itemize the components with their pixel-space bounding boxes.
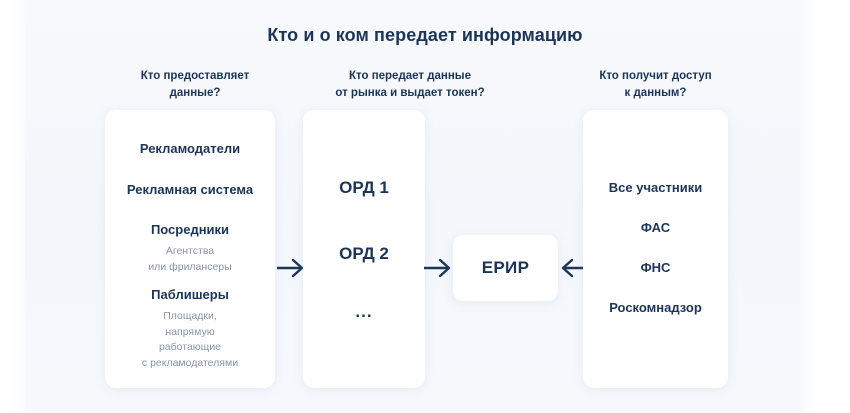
list-item: ФАС [583,220,728,237]
list-item: Посредники Агентства или фрилансеры [105,222,275,275]
entry-subtitle-line: напрямую [165,325,215,338]
arrow-right-icon [424,254,454,282]
column-header-consumers-line1: Кто получит доступ [599,70,712,82]
entry-ellipsis: ... [355,302,373,321]
entry-subtitle-line: с рекламодателями [141,357,239,370]
column-header-consumers-line2: к данным? [624,86,687,99]
column-header-operators-line1: Кто передает данные [348,70,472,82]
entry-title: ОРД 2 [339,244,389,263]
entry-title: Рекламодатели [139,141,241,156]
entry-title: Роскомнадзор [609,300,702,315]
entry-title: Паблишеры [151,287,229,302]
column-header-providers: Кто предоставляет данные? [100,68,290,101]
list-item: Все участники [583,180,728,197]
erir-label: ЕРИР [481,258,530,277]
card-data-consumers: Все участники ФАС ФНС Роскомнадзор [583,110,728,388]
arrow-right-icon [277,254,307,282]
column-header-operators-line2: от рынка и выдает токен? [335,86,485,99]
entry-subtitle-line: работающие [158,341,222,354]
entry-title: Посредники [150,222,230,237]
page-title: Кто и о ком передает информацию [267,25,583,45]
list-item: Рекламодатели [105,141,275,158]
entry-title: Рекламная система [126,182,254,197]
list-item: ФНС [583,260,728,277]
entry-title: ФНС [640,260,671,275]
card-erir: ЕРИР [453,235,558,301]
entry-subtitle-line: Агентства [165,244,215,257]
list-item: ... [303,302,425,322]
entry-subtitle-line: или фрилансеры [148,260,232,273]
card-ord-operators: ОРД 1 ОРД 2 ... [303,110,425,388]
list-item: ОРД 1 [303,178,425,198]
list-item: Роскомнадзор [583,300,728,317]
list-item: Рекламная система [105,182,275,199]
column-header-operators: Кто передает данные от рынка и выдает то… [280,68,540,101]
list-item: ОРД 2 [303,244,425,264]
entry-subtitle: Агентства или фрилансеры [105,244,275,276]
list-item: Паблишеры Площадки, напрямую работающие … [105,287,275,372]
column-header-providers-line2: данные? [169,86,221,99]
entry-subtitle-line: Площадки, [163,309,217,322]
column-header-providers-line1: Кто предоставляет [140,70,250,82]
entry-title: ФАС [640,220,671,235]
entry-title: Все участники [608,180,703,195]
card-data-providers: Рекламодатели Рекламная система Посредни… [105,110,275,388]
column-header-consumers: Кто получит доступ к данным? [578,68,733,101]
entry-subtitle: Площадки, напрямую работающие с рекламод… [105,309,275,372]
entry-title: ОРД 1 [339,178,389,197]
